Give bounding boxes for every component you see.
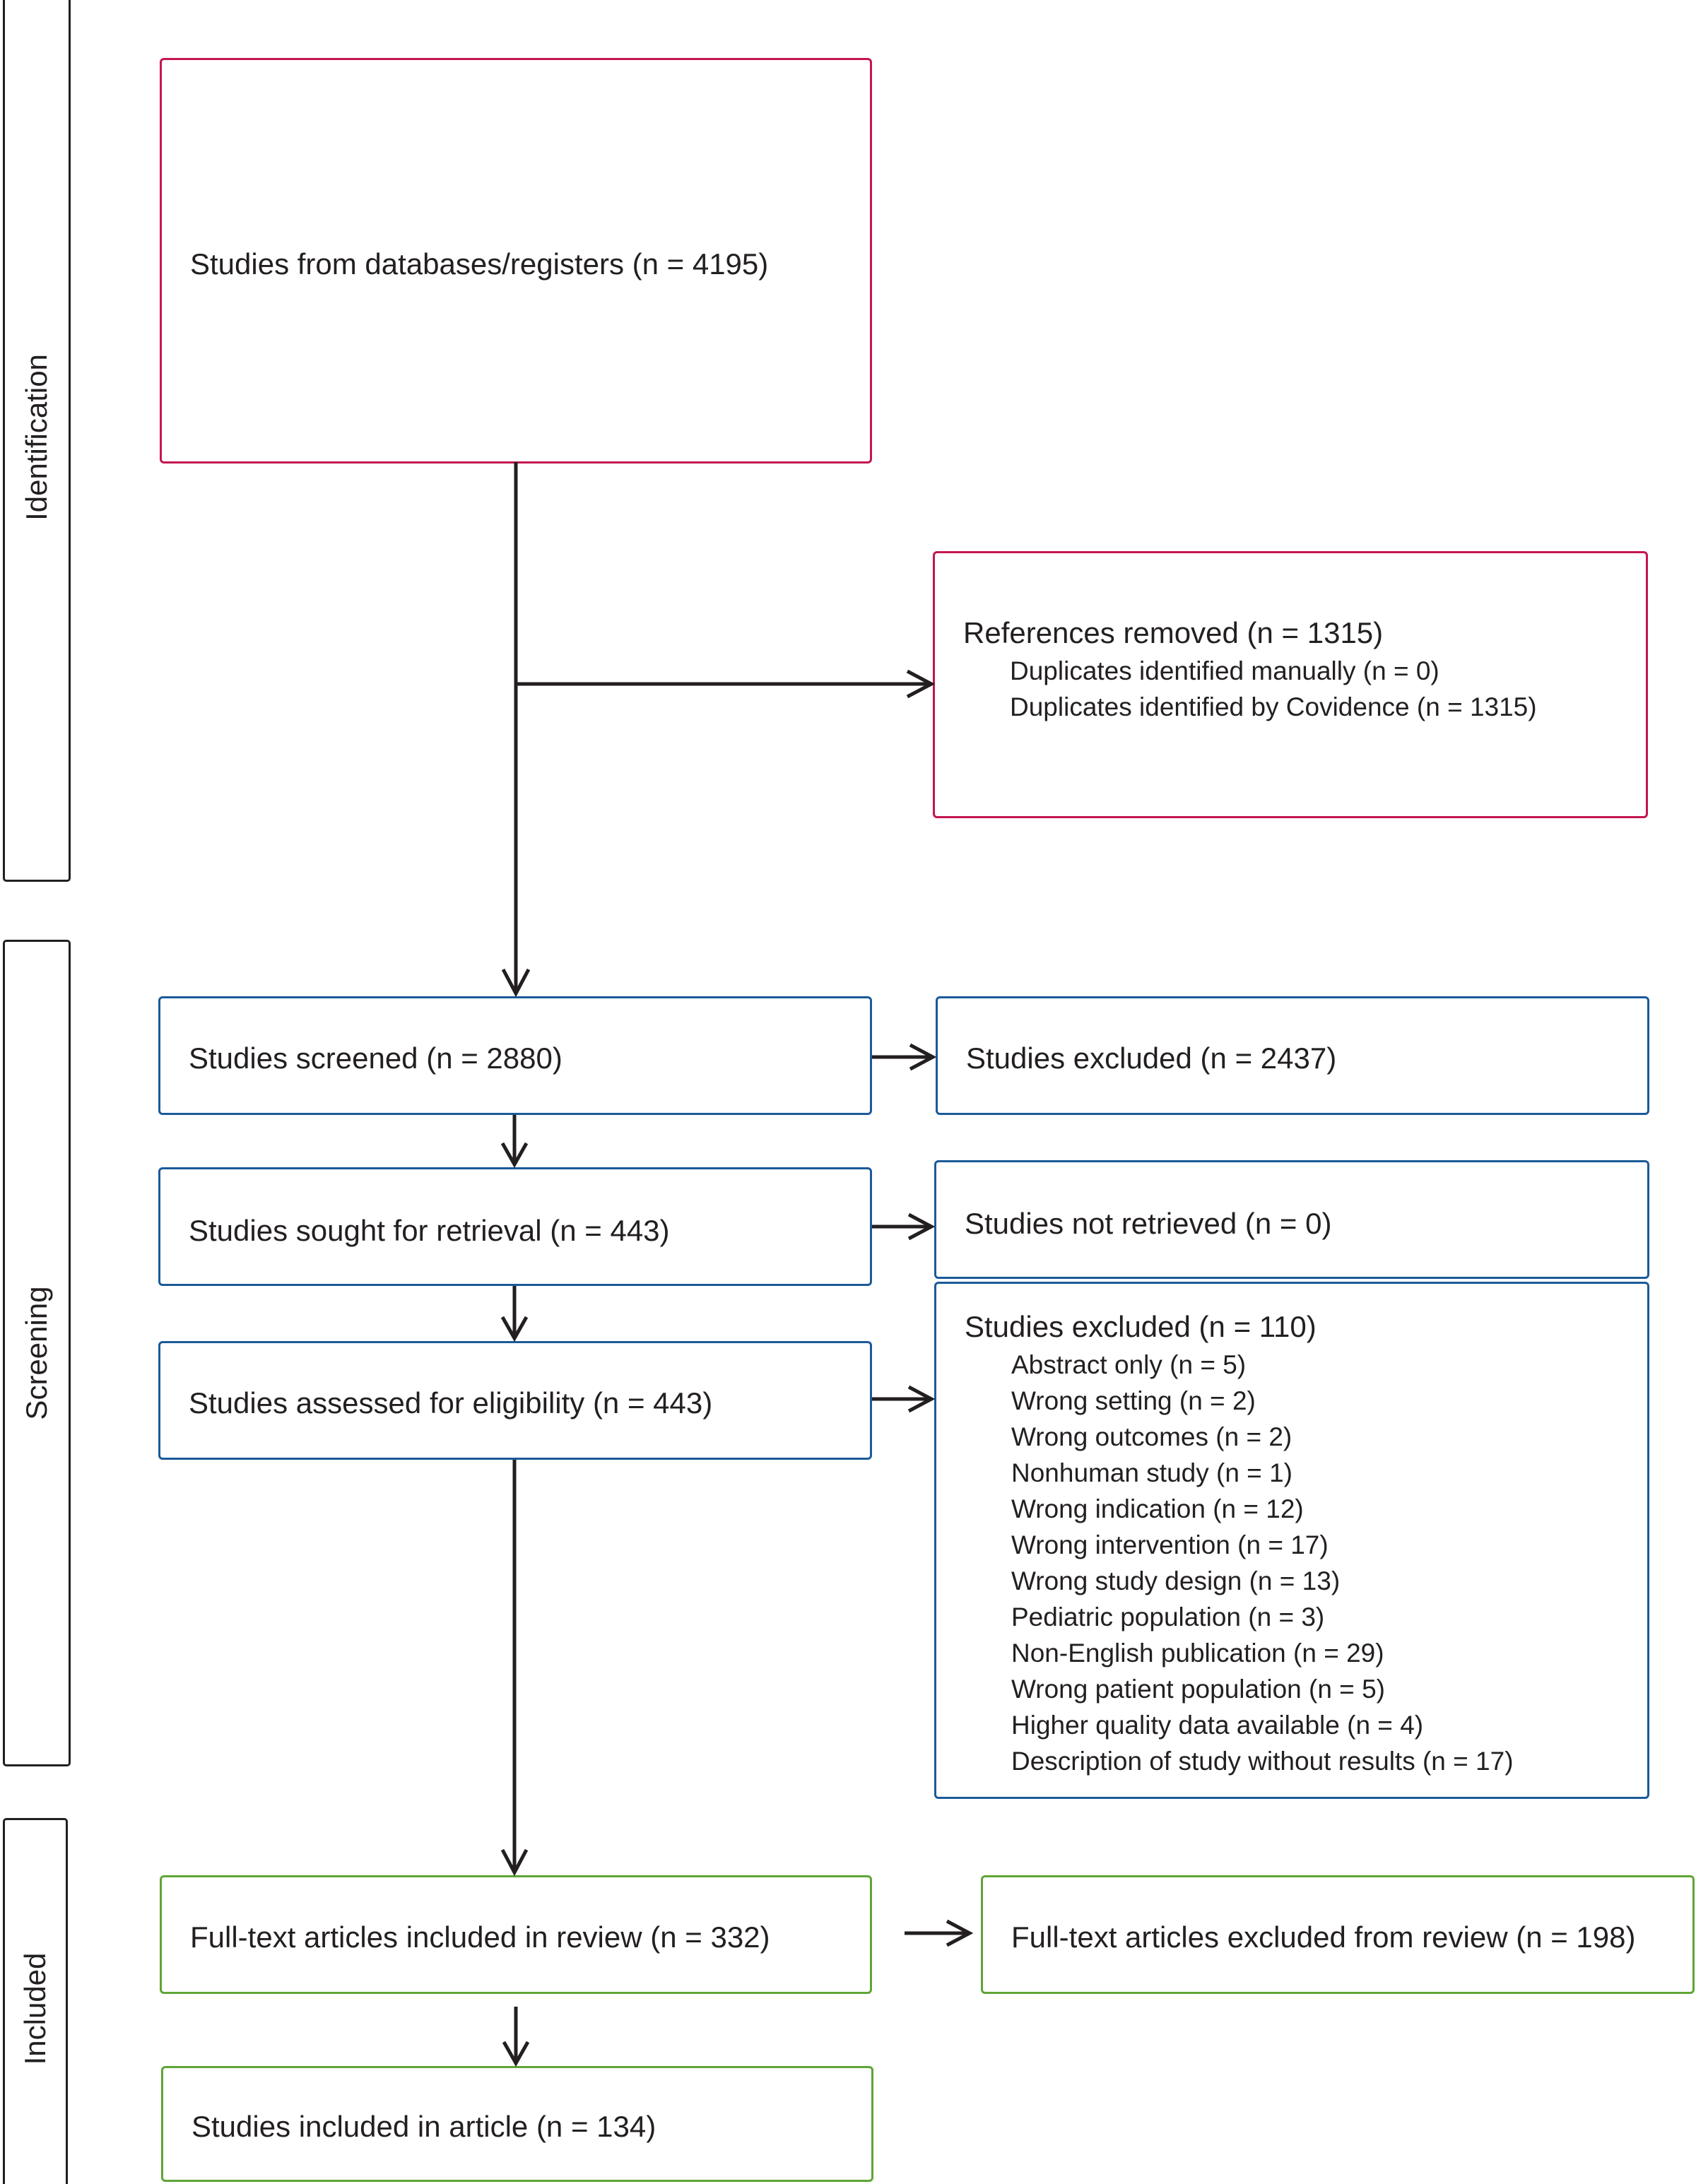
- removed-item: Duplicates identified by Covidence (n = …: [1010, 692, 1537, 721]
- fulltext-excluded-text: Full-text articles excluded from review …: [1011, 1920, 1636, 1954]
- arrow-head: [907, 1212, 936, 1241]
- studies-sought-text: Studies sought for retrieval (n = 443): [189, 1214, 670, 1247]
- arrow-head: [502, 2041, 530, 2067]
- arrow-head: [500, 1848, 529, 1877]
- articles-included-box: Studies included in article (n = 134): [161, 2066, 873, 2182]
- stage-screening: Screening: [3, 940, 71, 1766]
- exclusion-reason: Abstract only (n = 5): [1011, 1350, 1247, 1379]
- references-removed-box: References removed (n = 1315) Duplicates…: [933, 551, 1648, 818]
- arrow-head: [906, 669, 936, 699]
- exclusion-reason: Wrong outcomes (n = 2): [1011, 1422, 1292, 1451]
- arrow-head: [500, 1142, 529, 1169]
- studies-not-retrieved-text: Studies not retrieved (n = 0): [965, 1207, 1332, 1240]
- studies-screened-box: Studies screened (n = 2880): [158, 996, 872, 1115]
- exclusion-reason: Pediatric population (n = 3): [1011, 1602, 1325, 1631]
- references-removed-title: References removed (n = 1315): [963, 616, 1384, 649]
- exclusion-reason: Wrong intervention (n = 17): [1011, 1530, 1329, 1559]
- articles-included-text: Studies included in article (n = 134): [192, 2110, 656, 2143]
- studies-excluded-screening-box: Studies excluded (n = 2437): [936, 996, 1649, 1115]
- exclusion-reason: Wrong patient population (n = 5): [1011, 1675, 1385, 1704]
- exclusion-reason: Description of study without results (n …: [1011, 1747, 1514, 1776]
- fulltext-included-box: Full-text articles included in review (n…: [160, 1875, 872, 1994]
- stage-identification: Identification: [3, 0, 71, 882]
- studies-screened-text: Studies screened (n = 2880): [189, 1041, 563, 1075]
- studies-not-retrieved-box: Studies not retrieved (n = 0): [934, 1160, 1649, 1279]
- exclusion-reason: Wrong study design (n = 13): [1011, 1566, 1341, 1595]
- databases-box: Studies from databases/registers (n = 41…: [160, 58, 872, 464]
- exclusion-reason: Nonhuman study (n = 1): [1011, 1458, 1292, 1487]
- fulltext-included-text: Full-text articles included in review (n…: [190, 1920, 770, 1954]
- arrow-head: [946, 1919, 974, 1947]
- studies-excluded-screening-text: Studies excluded (n = 2437): [966, 1041, 1337, 1075]
- studies-excluded-eligibility-box: Studies excluded (n = 110) Abstract only…: [934, 1282, 1649, 1799]
- exclusion-reason: Wrong indication (n = 12): [1011, 1494, 1304, 1523]
- exclusion-reason: Non-English publication (n = 29): [1011, 1639, 1384, 1667]
- studies-excluded-eligibility-title: Studies excluded (n = 110): [965, 1310, 1317, 1343]
- studies-assessed-box: Studies assessed for eligibility (n = 44…: [158, 1341, 872, 1460]
- arrow-head: [907, 1385, 936, 1413]
- exclusion-reason: Wrong setting (n = 2): [1011, 1386, 1256, 1415]
- databases-text: Studies from databases/registers (n = 41…: [190, 247, 769, 281]
- removed-item: Duplicates identified manually (n = 0): [1010, 656, 1439, 685]
- arrow-head: [909, 1043, 937, 1071]
- arrow-head: [501, 968, 531, 998]
- studies-sought-box: Studies sought for retrieval (n = 443): [158, 1167, 872, 1286]
- studies-assessed-text: Studies assessed for eligibility (n = 44…: [189, 1386, 713, 1419]
- exclusion-reason: Higher quality data available (n = 4): [1011, 1711, 1424, 1740]
- stage-included: Included: [3, 1818, 68, 2184]
- fulltext-excluded-box: Full-text articles excluded from review …: [981, 1875, 1695, 1994]
- arrow-head: [500, 1316, 529, 1342]
